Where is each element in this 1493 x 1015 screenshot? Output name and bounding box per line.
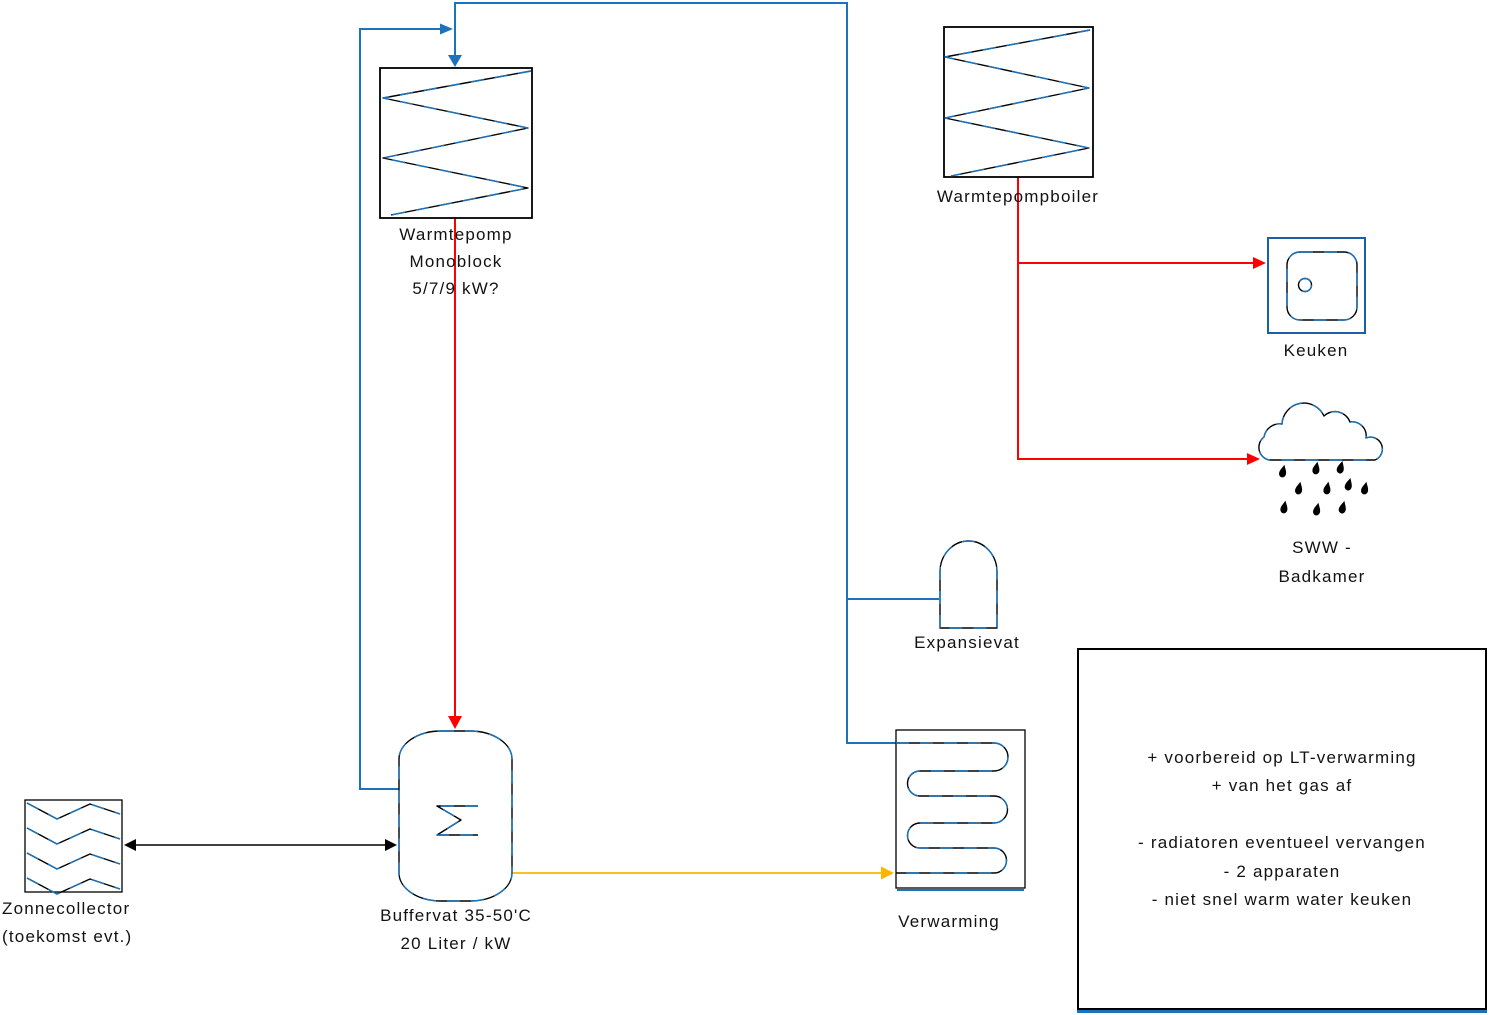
buffer-tank-label-line1: Buffervat 35-50'C — [380, 906, 532, 925]
solar-buffer-link-line — [124, 839, 397, 851]
rain-drops-icon — [1278, 460, 1370, 517]
expansion-vessel-label: Expansievat — [914, 629, 1020, 656]
heating-supply-line-orange — [512, 866, 894, 880]
buffer-tank-label-line2: 20 Liter / kW — [400, 934, 512, 953]
sww-bathroom-label: SWW - Badkamer — [1278, 533, 1365, 591]
heating-label: Verwarming — [898, 908, 1000, 935]
kitchen-sink-icon — [1267, 237, 1366, 334]
note-line-3: - radiatoren eventueel vervangen — [1138, 833, 1426, 852]
boiler-label: Warmtepompboiler — [937, 183, 1099, 210]
note-line-2: + van het gas af — [1211, 776, 1353, 795]
supply-line-heatpump-to-buffer — [448, 218, 462, 729]
note-line-4: - 2 apparaten — [1223, 861, 1341, 881]
kitchen-label-text: Keuken — [1283, 341, 1349, 360]
heat-pump-label-line3: 5/7/9 kW? — [412, 279, 500, 298]
note-line-5: - niet snel warm water keuken — [1151, 890, 1413, 909]
hot-water-lines-boiler — [1017, 177, 1266, 465]
solar-collector-label: Zonnecollector (toekomst evt.) — [2, 895, 132, 951]
heat-pump-label-line2: Monoblock — [409, 252, 503, 271]
shower-cloud-icon — [1258, 402, 1384, 517]
kitchen-label: Keuken — [1284, 337, 1349, 364]
heat-pump-monoblock-icon — [379, 67, 533, 219]
solar-collector-label-line2: (toekomst evt.) — [2, 927, 133, 946]
sww-label-line2: Badkamer — [1278, 567, 1366, 586]
notes-box: + voorbereid op LT-verwarming + van het … — [1077, 648, 1487, 1010]
buffer-tank-icon — [398, 730, 513, 902]
return-line-blue — [359, 2, 939, 790]
expansion-vessel-icon — [939, 540, 998, 629]
solar-collector-label-line1: Zonnecollector — [2, 899, 131, 918]
note-line-1: + voorbereid op LT-verwarming — [1147, 747, 1417, 767]
heat-pump-label: Warmtepomp Monoblock 5/7/9 kW? — [399, 221, 512, 302]
radiator-heating-icon — [895, 729, 1026, 891]
sww-label-line1: SWW - — [1292, 538, 1352, 557]
heating-label-text: Verwarming — [898, 912, 1000, 931]
heat-pump-boiler-icon — [943, 26, 1094, 178]
buffer-tank-label: Buffervat 35-50'C 20 Liter / kW — [380, 902, 532, 958]
solar-collector-icon — [24, 799, 123, 895]
expansion-vessel-label-text: Expansievat — [914, 633, 1020, 652]
heat-pump-label-line1: Warmtepomp — [399, 225, 513, 244]
boiler-label-text: Warmtepompboiler — [936, 187, 1100, 206]
